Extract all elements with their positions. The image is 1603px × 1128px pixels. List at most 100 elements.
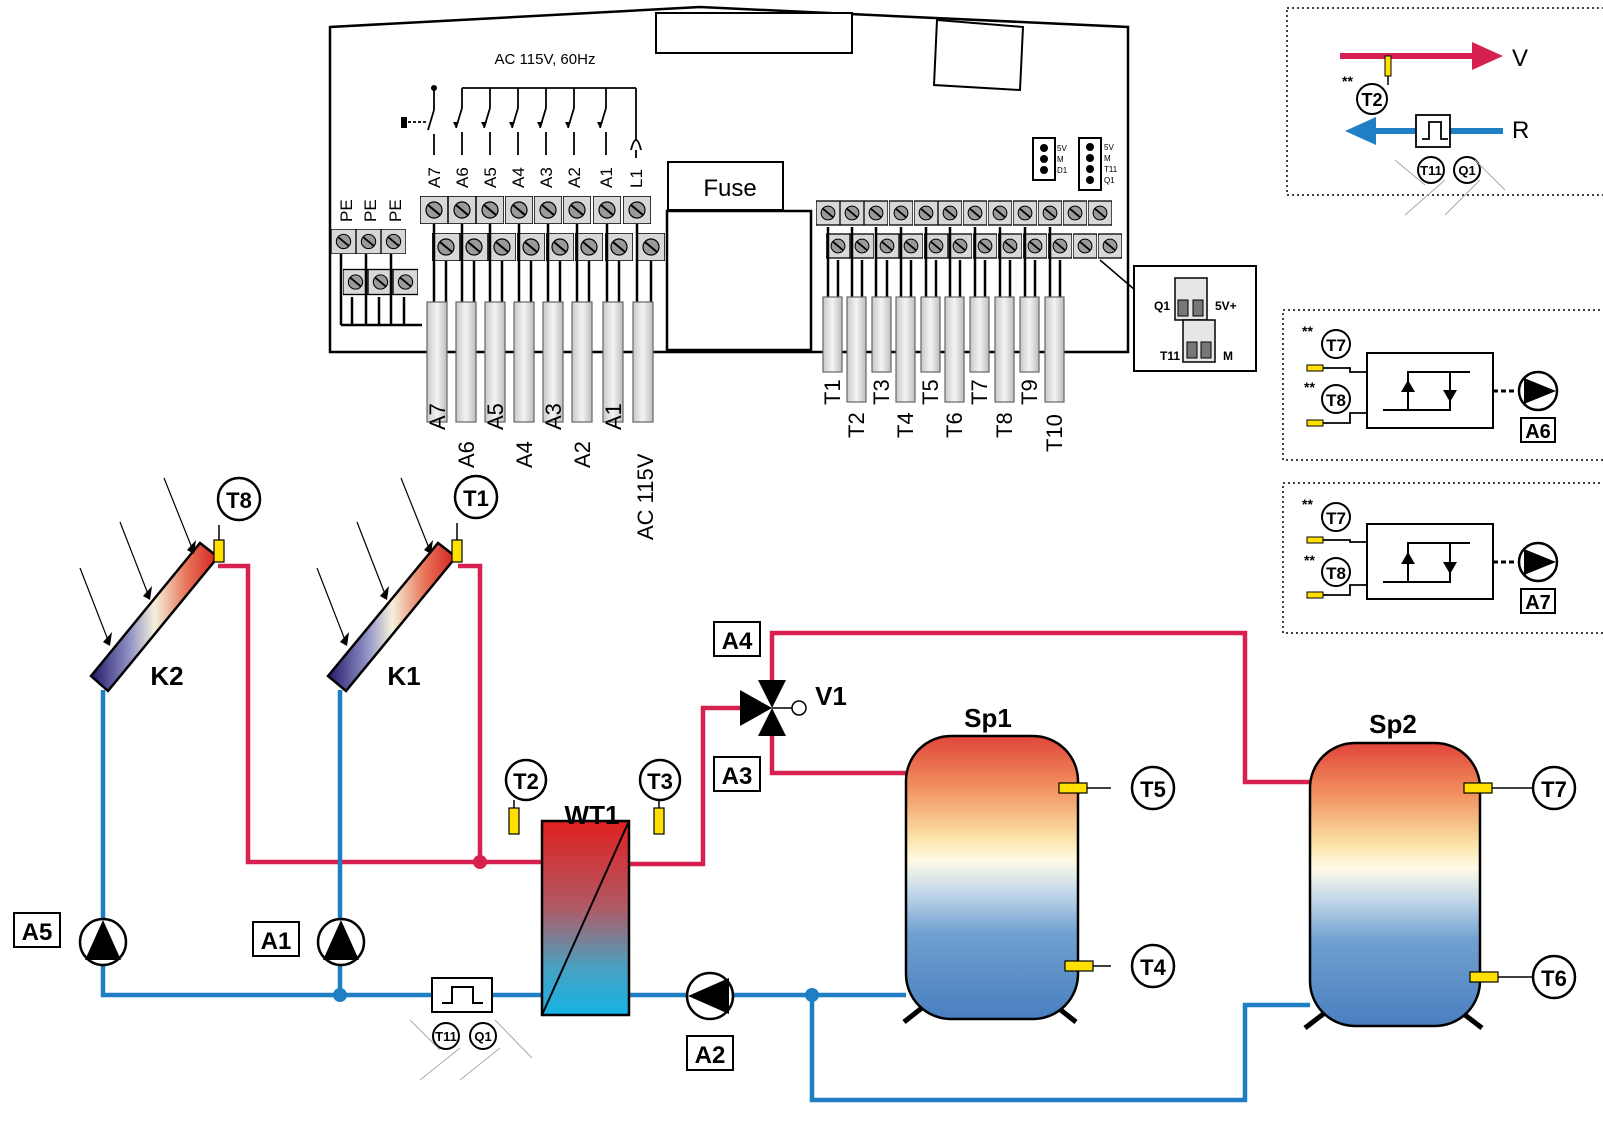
svg-text:M: M xyxy=(1057,155,1064,164)
svg-text:Q1: Q1 xyxy=(1458,163,1475,178)
terminal-label-top: A7 xyxy=(425,167,444,188)
svg-text:T11: T11 xyxy=(1160,349,1180,363)
terminal-label-top: A5 xyxy=(481,167,500,188)
sensor-label: T2 xyxy=(844,412,869,438)
terminal-label-top: L1 xyxy=(627,169,646,188)
svg-text:T11: T11 xyxy=(1104,165,1118,174)
heat-exchanger-wt1: WT1 T2 T3 xyxy=(504,758,682,1017)
legend-supply: V xyxy=(1512,45,1528,72)
pe-label: PE xyxy=(337,199,356,222)
svg-text:**: ** xyxy=(1304,552,1315,568)
sensor-label: T4 xyxy=(893,412,918,438)
output-label: A3 xyxy=(541,403,566,430)
svg-text:T8: T8 xyxy=(1326,391,1346,410)
svg-text:T7: T7 xyxy=(1326,336,1346,355)
svg-text:D1: D1 xyxy=(1057,166,1068,175)
svg-text:Q1: Q1 xyxy=(1104,176,1115,185)
svg-text:T6: T6 xyxy=(1541,966,1567,991)
pump-a1: A1 xyxy=(252,917,366,967)
svg-text:T2: T2 xyxy=(513,769,539,794)
svg-text:WT1: WT1 xyxy=(565,800,620,830)
output-cables xyxy=(426,301,654,423)
hydraulic-circuit: K2 T8 K1 T1 WT1 xyxy=(13,474,1577,1103)
terminal-label-top: A2 xyxy=(565,167,584,188)
controller-board: AC 115V, 60Hz A7 A6 A5 A4 A3 A2 A1 L1 xyxy=(328,5,1257,540)
svg-text:M: M xyxy=(1104,154,1111,163)
terminal-label-top: A1 xyxy=(597,167,616,188)
svg-text:**: ** xyxy=(1302,323,1313,339)
storage-tank-sp2: Sp2 T7 T6 xyxy=(1303,709,1577,1030)
connector-q1: 5V M T11 Q1 xyxy=(1078,137,1118,191)
svg-text:A3: A3 xyxy=(722,763,753,790)
svg-text:5V+: 5V+ xyxy=(1215,299,1237,313)
terminal-inset: Q1 5V+ T11 M xyxy=(1099,259,1257,372)
three-way-valve-v1: V1 A4 A3 xyxy=(713,621,847,792)
svg-text:Q1: Q1 xyxy=(1154,299,1170,313)
svg-text:**: ** xyxy=(1342,73,1353,89)
svg-text:A7: A7 xyxy=(1525,592,1551,614)
sensor-label: T3 xyxy=(869,379,894,405)
supply-pipes xyxy=(218,563,1310,867)
flow-meter: T11 Q1 xyxy=(409,977,533,1081)
output-label: AC 115V xyxy=(633,453,658,540)
supply-label: AC 115V, 60Hz xyxy=(495,51,596,68)
svg-text:A4: A4 xyxy=(722,628,753,655)
svg-text:T4: T4 xyxy=(1140,955,1166,980)
pe-label: PE xyxy=(361,199,380,222)
svg-text:Sp2: Sp2 xyxy=(1369,709,1417,739)
output-label: A1 xyxy=(601,403,626,430)
svg-text:V1: V1 xyxy=(815,681,847,711)
legend-return: R xyxy=(1512,117,1529,144)
pump-a2: A2 xyxy=(685,971,735,1071)
output-label: A6 xyxy=(454,441,479,468)
svg-text:A6: A6 xyxy=(1525,421,1551,443)
transformer xyxy=(665,209,813,352)
terminal-label-top: A4 xyxy=(509,167,528,188)
sensor-label: T6 xyxy=(942,412,967,438)
svg-text:T11: T11 xyxy=(1420,163,1442,178)
svg-text:T7: T7 xyxy=(1541,777,1567,802)
relay-contacts xyxy=(408,87,642,158)
sensor-label: T1 xyxy=(820,379,845,405)
output-label: A5 xyxy=(483,403,508,430)
sensor-label: T7 xyxy=(967,379,992,405)
pe-label: PE xyxy=(386,199,405,222)
svg-text:T3: T3 xyxy=(647,769,673,794)
svg-text:T8: T8 xyxy=(1326,564,1346,583)
svg-text:T2: T2 xyxy=(1361,90,1382,110)
svg-text:T1: T1 xyxy=(463,486,489,511)
output-label: A7 xyxy=(425,403,450,430)
svg-text:T11: T11 xyxy=(435,1029,457,1044)
sensor-cables xyxy=(822,296,1065,403)
terminal-label-top: A6 xyxy=(453,167,472,188)
svg-text:T8: T8 xyxy=(226,488,252,513)
svg-text:A5: A5 xyxy=(22,919,53,946)
collector-k1: K1 T1 xyxy=(316,474,499,693)
svg-text:**: ** xyxy=(1304,379,1315,395)
output-label: A2 xyxy=(570,441,595,468)
legend-flow: V R T2 ** T11 Q1 xyxy=(1286,7,1603,216)
output-label: A4 xyxy=(512,441,537,468)
collector-k2: K2 T8 xyxy=(79,476,262,693)
svg-text:K1: K1 xyxy=(387,661,420,691)
connector-d1: 5V M D1 xyxy=(1032,137,1068,181)
legend-differential-a7: ** T7 ** T8 A7 xyxy=(1282,482,1603,634)
svg-text:T5: T5 xyxy=(1140,777,1166,802)
sensor-label: T5 xyxy=(918,379,943,405)
svg-text:A2: A2 xyxy=(695,1042,726,1069)
fuse-label: Fuse xyxy=(703,175,756,202)
sensor-label: T10 xyxy=(1042,414,1067,452)
pe-terminal-block xyxy=(331,229,422,327)
storage-tank-sp1: Sp1 T5 T4 xyxy=(902,703,1176,1024)
svg-text:T7: T7 xyxy=(1326,509,1346,528)
svg-text:Q1: Q1 xyxy=(474,1029,491,1044)
svg-text:**: ** xyxy=(1302,496,1313,512)
svg-text:Sp1: Sp1 xyxy=(964,703,1012,733)
svg-text:A1: A1 xyxy=(261,928,292,955)
svg-text:M: M xyxy=(1223,349,1233,363)
svg-text:5V: 5V xyxy=(1057,144,1067,153)
terminal-label-top: A3 xyxy=(537,167,556,188)
svg-text:5V: 5V xyxy=(1104,143,1114,152)
legend-differential-a6: ** T7 ** T8 A6 xyxy=(1282,309,1603,461)
